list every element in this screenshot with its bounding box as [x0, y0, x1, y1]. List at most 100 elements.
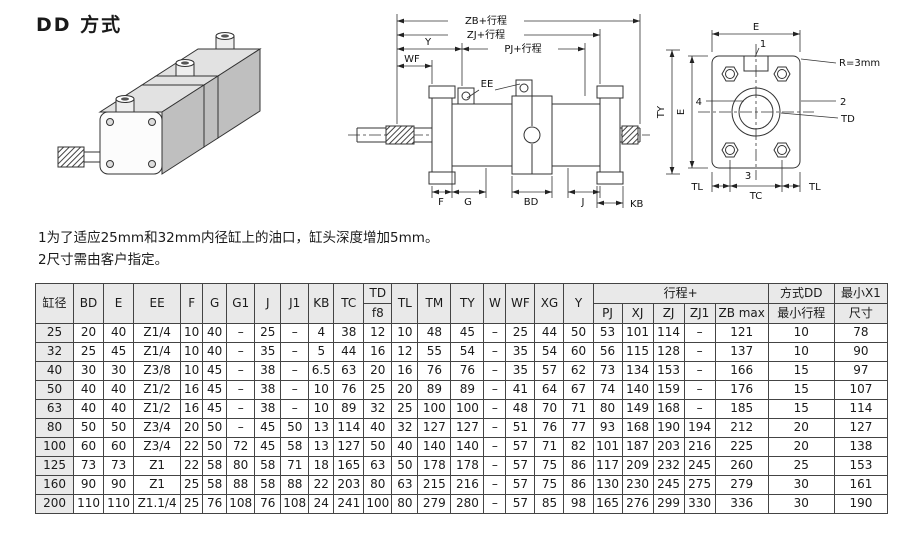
table-cell: Z1/4: [133, 323, 182, 343]
table-cell: 57: [505, 437, 536, 457]
table-cell: 121: [714, 323, 769, 343]
table-cell: 63: [363, 456, 393, 476]
table-cell: 70: [534, 399, 565, 419]
table-cell: 153: [833, 456, 889, 476]
table-cell: 25: [505, 323, 536, 343]
table-cell: 127: [417, 418, 452, 438]
table-cell: 100: [363, 494, 393, 514]
table-cell: 58: [280, 437, 310, 457]
table-cell: 38: [254, 399, 282, 419]
table-cell: 209: [621, 456, 654, 476]
iso-view: [57, 32, 262, 175]
tie-rod-nut: [106, 118, 114, 126]
table-cell: 90: [103, 475, 135, 495]
table-cell: 71: [280, 456, 310, 476]
table-cell: 190: [833, 494, 889, 514]
table-cell: 225: [714, 437, 769, 457]
tie-rod-nut: [428, 85, 456, 99]
table-cell: 60: [563, 342, 594, 362]
table-cell: 185: [714, 399, 769, 419]
table-cell: 140: [417, 437, 452, 457]
table-cell: 166: [714, 361, 769, 381]
end-view-dimensions: [666, 30, 839, 192]
table-cell: 25: [767, 456, 835, 476]
table-cell: 50: [391, 456, 419, 476]
table-cell: 168: [621, 418, 654, 438]
dim-label-tl-left: TL: [690, 182, 703, 193]
table-cell: 10: [180, 342, 204, 362]
table-cell: 50: [202, 437, 228, 457]
table-cell: –: [483, 399, 507, 419]
table-cell: 89: [450, 380, 485, 400]
table-cell: –: [226, 380, 256, 400]
table-cell: Z1: [133, 475, 182, 495]
table-cell: 32: [391, 418, 419, 438]
col-header-tl: TL: [391, 283, 419, 324]
table-cell: –: [483, 475, 507, 495]
table-cell: –: [280, 342, 310, 362]
dim-label-bd: BD: [524, 197, 539, 208]
table-cell: 80: [592, 399, 623, 419]
table-cell: 40: [103, 380, 135, 400]
table-cell: 45: [202, 361, 228, 381]
table-cell: 245: [683, 456, 716, 476]
table-cell: –: [483, 323, 507, 343]
table-cell: 330: [683, 494, 716, 514]
table-cell: 212: [714, 418, 769, 438]
table-cell: Z1/2: [133, 380, 182, 400]
table-cell: 50: [202, 418, 228, 438]
table-cell: 45: [202, 380, 228, 400]
table-cell: 203: [652, 437, 685, 457]
table-cell: Z3/8: [133, 361, 182, 381]
col-header-ty: TY: [450, 283, 485, 324]
table-cell: 114: [333, 418, 365, 438]
table-cell: 10: [180, 361, 204, 381]
table-cell: –: [483, 342, 507, 362]
table-cell: 5: [308, 342, 335, 362]
table-cell: –: [226, 399, 256, 419]
col-header-stroke-group: 行程+: [592, 283, 769, 304]
table-cell: 200: [34, 494, 75, 514]
table-cell: 203: [333, 475, 365, 495]
table-cell: 30: [73, 361, 105, 381]
table-cell: 20: [391, 380, 419, 400]
item-label-4: 4: [696, 97, 702, 108]
table-cell: 38: [333, 323, 365, 343]
table-cell: 89: [333, 399, 365, 419]
table-cell: –: [683, 399, 716, 419]
table-cell: 57: [505, 494, 536, 514]
dim-label-y: Y: [424, 37, 432, 48]
col-header-y: Y: [563, 283, 594, 324]
col-header-dd-min-stroke: 最小行程: [767, 303, 835, 324]
table-cell: 82: [563, 437, 594, 457]
table-cell: 80: [391, 494, 419, 514]
table-cell: 90: [73, 475, 105, 495]
table-cell: 40: [202, 323, 228, 343]
dim-label-wf: WF: [404, 54, 420, 65]
col-header-bd: BD: [73, 283, 105, 324]
tie-rod-nut: [428, 171, 456, 185]
table-cell: 74: [592, 380, 623, 400]
table-cell: 125: [34, 456, 75, 476]
table-cell: –: [683, 323, 716, 343]
table-cell: –: [483, 456, 507, 476]
table-cell: 176: [714, 380, 769, 400]
col-header-j: J: [254, 283, 282, 324]
rear-rod-thread: [621, 125, 639, 145]
table-cell: 24: [308, 494, 335, 514]
table-cell: 71: [534, 437, 565, 457]
table-cell: 178: [450, 456, 485, 476]
table-cell: 50: [363, 437, 393, 457]
table-cell: 60: [103, 437, 135, 457]
table-cell: 107: [833, 380, 889, 400]
table-cell: 140: [450, 437, 485, 457]
table-cell: 35: [254, 342, 282, 362]
table-cell: –: [483, 380, 507, 400]
dim-label-zj: ZJ+行程: [467, 28, 505, 41]
table-cell: 88: [280, 475, 310, 495]
item-label-1: 1: [760, 39, 766, 50]
col-header-xj: XJ: [621, 303, 654, 324]
